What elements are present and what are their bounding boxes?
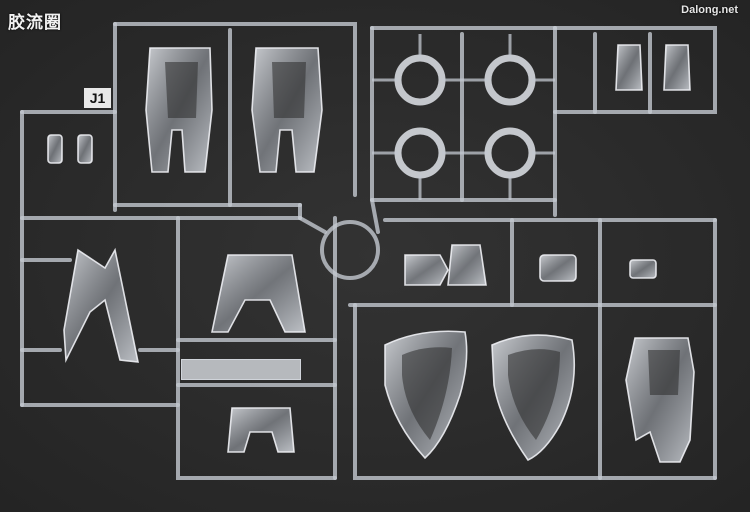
sprue-name-plate bbox=[181, 359, 301, 380]
photo-caption: 胶流圈 bbox=[8, 13, 62, 33]
joint-part bbox=[447, 244, 487, 286]
bracket-part bbox=[227, 407, 295, 453]
tall-part bbox=[63, 247, 140, 363]
sprue-frame bbox=[20, 22, 717, 480]
watermark: Dalong.net bbox=[681, 4, 738, 16]
clip-part bbox=[663, 44, 691, 91]
joint-part bbox=[539, 254, 577, 282]
runner-tag: J1 bbox=[84, 88, 111, 108]
joint-part bbox=[629, 259, 657, 279]
joint-part bbox=[404, 254, 449, 286]
small-part bbox=[47, 134, 63, 164]
skirt-part bbox=[211, 254, 306, 333]
small-part bbox=[77, 134, 93, 164]
clip-part bbox=[615, 44, 643, 91]
